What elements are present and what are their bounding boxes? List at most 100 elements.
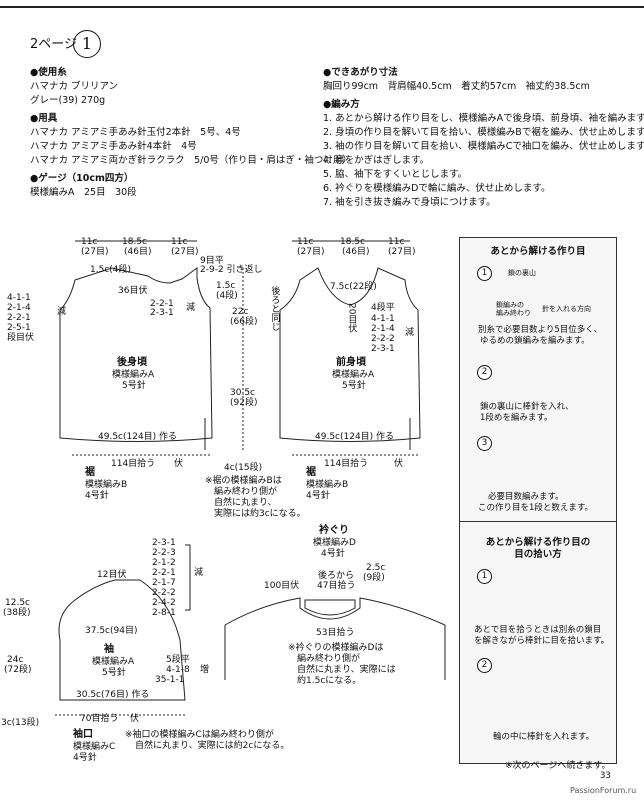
sleeve-outline <box>58 579 186 701</box>
front-top-sts-2: (46目) <box>342 247 370 257</box>
back-hem-note-3: 自然に丸まり、 <box>214 498 277 508</box>
collar-note-2: 編み終わり側が <box>297 654 361 664</box>
yarn-title: ●使用糸 <box>30 67 67 78</box>
front-width: 49.5c(124目) 作る <box>315 432 395 442</box>
back-top-sts-2: (46目) <box>124 247 152 257</box>
sleeve-cap-dec-3: 2-1-2 <box>152 558 176 568</box>
step-number-4: 1 <box>477 569 492 584</box>
front-title: 前身頃 <box>336 357 366 368</box>
sleeve-inc-label: 増 <box>200 665 210 675</box>
back-shoulder-dec-label: 減 <box>186 303 196 313</box>
sleeve-cuff-title: 袖口 <box>73 729 93 740</box>
front-pattern: 模様編みA <box>332 370 375 380</box>
back-neck-width: 1.5c(4段) <box>90 265 132 275</box>
collar-note-3: 自然に丸まり、実際には <box>297 665 396 675</box>
technique-title-2: あとから解ける作り目の <box>485 537 591 548</box>
back-top-sts-3: (27目) <box>171 247 199 257</box>
sleeve-cuff-note-2: 自然に丸まり、実際には約2cになる。 <box>135 741 290 751</box>
front-hem-pattern: 模様編みB <box>306 480 349 490</box>
front-top-sts-1: (27目) <box>297 247 325 257</box>
step3-text-1: 必要目数編みます。 <box>488 492 564 502</box>
sleeve-cuff-pattern: 模様編みC <box>73 742 116 752</box>
collar-title: 衿ぐり <box>319 525 349 536</box>
step3-text-2: この作り目を1段と数えます。 <box>478 503 594 513</box>
front-body-outline <box>279 267 421 442</box>
label-chain-back: 鎖の裏山 <box>508 269 536 277</box>
gauge-line: 模様編みA 25目 30段 <box>30 187 137 198</box>
back-hem-note-2: 編み終わり側が <box>214 487 278 497</box>
front-hem-pick: 114目拾う <box>324 459 369 469</box>
back-body-height: 30.5c <box>230 388 255 398</box>
front-hem-bind: 伏 <box>394 459 404 469</box>
back-hem-note-4: 実際には約3cになる。 <box>214 509 306 519</box>
front-top-sts-3: (27目) <box>388 247 416 257</box>
collar-note-4: 約1.5cになる。 <box>297 676 362 686</box>
back-hem-pattern: 模様編みB <box>85 480 128 490</box>
front-neck-dec-1: 4-1-1 <box>371 314 395 324</box>
tools-title: ●用具 <box>30 113 58 124</box>
front-neck-dec-2: 2-1-4 <box>371 324 395 334</box>
method-step-5: 5. 脇、袖下をすくいとじします。 <box>323 169 468 180</box>
yarn-line-2: グレー(39) 270g <box>30 95 106 106</box>
back-body-rows: (92段) <box>230 398 258 408</box>
collar-total: 100目伏 <box>264 581 300 591</box>
sleeve-height: 24c <box>7 655 24 665</box>
sleeve-cap-dec-6: 2-2-2 <box>152 588 176 598</box>
step2-text-1: 鎖の裏山に棒針を入れ、 <box>480 402 574 412</box>
page-number: 33 <box>600 771 611 781</box>
step-number-1: 1 <box>477 266 492 281</box>
sleeve-needle: 5号針 <box>102 668 126 678</box>
label-needle-direction: 針を入れる方向 <box>542 305 591 313</box>
sleeve-cuff-bind: 伏 <box>130 714 140 724</box>
panel-divider <box>460 521 616 522</box>
back-armhole-rows: (66段) <box>230 317 258 327</box>
finished-title: ●できあがり寸法 <box>323 67 398 78</box>
yarn-line-1: ハマナカ ブリリアン <box>30 81 119 92</box>
tools-line-2: ハマナカ アミアミ手あみ針4本針 4号 <box>30 141 197 152</box>
label-chain-end-2: 編み終わり <box>496 309 531 317</box>
sleeve-cap-bracket <box>185 544 191 611</box>
tools-line-3: ハマナカ アミアミ両かぎ針ラクラク 5/0号（作り目・肩はぎ・袖つけ用） <box>30 155 352 166</box>
collar-height: 2.5c <box>366 563 386 573</box>
back-hem-bind: 伏 <box>174 459 184 469</box>
back-top-dim-1: 11c <box>81 237 98 247</box>
sleeve-cap-rows: (38段) <box>3 608 31 618</box>
sleeve-cap-dec-label: 減 <box>194 568 204 578</box>
back-shoulder-dec-2: 2-3-1 <box>150 308 174 318</box>
watermark-site: PassionForum.ru <box>570 786 637 795</box>
method-title: ●編み方 <box>323 99 360 110</box>
collar-note-1: ※衿ぐりの模様編みDは <box>288 643 384 653</box>
step-number-3: 3 <box>477 436 492 451</box>
collar-back-pick: 後ろから <box>318 571 355 581</box>
step-number-5: 2 <box>477 658 492 673</box>
sleeve-cap-dec-2: 2-2-3 <box>152 548 176 558</box>
method-step-3: 3. 袖の作り目を解いて目を拾い、模様編みCで袖口を編み、伏せ止めします。 <box>323 141 644 152</box>
method-step-2: 2. 身頃の作り目を解いて目を拾い、模様編みBで裾を編み、伏せ止めします。 <box>323 127 644 138</box>
back-shoulder-dec-1: 2-2-1 <box>150 299 174 309</box>
front-hem-title: 裾 <box>306 467 316 478</box>
front-top-dim-3: 11c <box>388 237 405 247</box>
header-rule <box>0 6 644 8</box>
collar-outline <box>224 597 446 626</box>
sleeve-width: 30.5c(76目) 作る <box>76 690 150 700</box>
back-armhole-dec-2: 2-1-4 <box>7 303 31 313</box>
method-step-7: 7. 袖を引き抜き編みで身頃につけます。 <box>323 197 496 208</box>
sleeve-cap-dec-7: 2-4-2 <box>152 598 176 608</box>
sleeve-title: 袖 <box>104 644 114 655</box>
back-top-sts-1: (27目) <box>81 247 109 257</box>
method-step-4: 4. 肩をかぎはぎします。 <box>323 155 430 166</box>
collar-height-rows: (9段) <box>363 573 385 583</box>
sleeve-cap-height: 12.5c <box>5 598 30 608</box>
technique-title-1: あとから解ける作り目 <box>490 246 586 257</box>
front-needle: 5号針 <box>342 381 366 391</box>
step1-text-2: ゆるめの鎖編みを編みます。 <box>480 336 590 346</box>
back-bind-off: 36目伏 <box>118 286 148 296</box>
step4-text-1: あとで目を拾うときは別糸の鎖目 <box>474 625 602 635</box>
pattern-number-badge: 1 <box>73 30 101 58</box>
back-hem-note-1: ※裾の模様編みBは <box>205 476 282 486</box>
sleeve-inc-2: 4-1-8 <box>166 665 190 675</box>
back-neck-dec: 2-9-2 引き返し <box>200 265 263 275</box>
step1-text-1: 別糸で必要目数より5目位多く、 <box>478 325 603 335</box>
back-hem-title: 裾 <box>85 467 95 478</box>
back-hem-pick: 114目拾う <box>111 459 156 469</box>
